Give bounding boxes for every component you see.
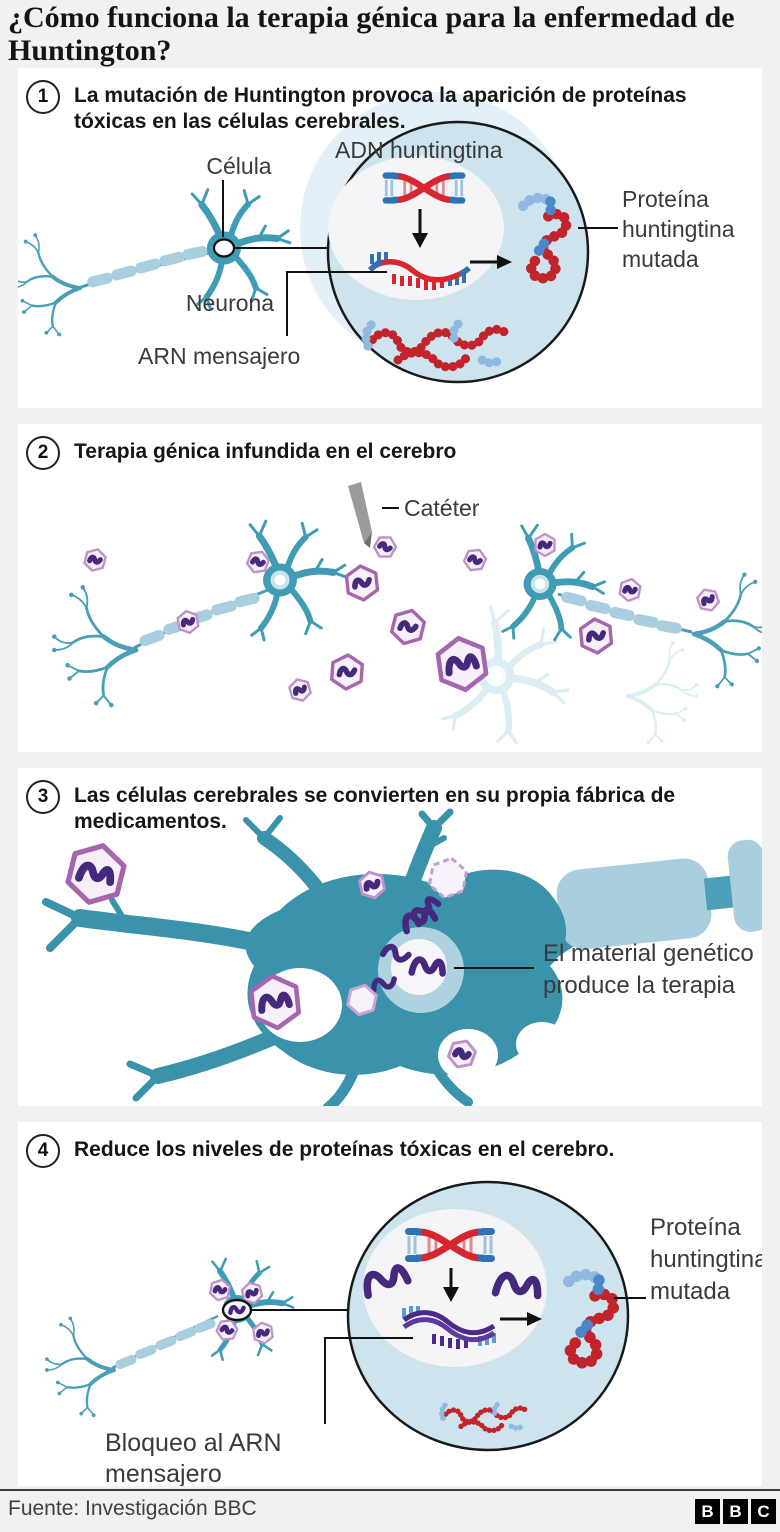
viral-vector-icon — [462, 546, 488, 574]
neuron-left — [52, 513, 352, 707]
label-celula: Célula — [206, 153, 272, 179]
axon-terminal-tree — [52, 585, 136, 707]
step4-illustration — [43, 1180, 646, 1452]
step2-illustration — [18, 482, 762, 752]
myelinated-axon — [86, 244, 209, 289]
neuron-soma — [240, 513, 352, 641]
arrow-down-icon — [443, 1287, 459, 1302]
label-adn-huntingtina: ADN huntingtina — [335, 137, 503, 163]
step1-number-badge: 1 — [26, 80, 60, 114]
arrow-right-icon — [497, 255, 512, 269]
step4-text: Reduce los niveles de proteínas tóxicas … — [74, 1138, 615, 1161]
label-proteina-mutada: Proteína huntingtina mutada — [622, 186, 735, 272]
neuron — [43, 1253, 297, 1420]
step1-panel: 1 La mutación de Huntington provoca la a… — [18, 68, 762, 408]
step2-number-badge: 2 — [26, 436, 60, 470]
label-proteina-mutada: Proteína huntingtina mutada — [650, 1214, 762, 1305]
step3-text: Las células cerebrales se convierten en … — [74, 784, 676, 833]
axon-myelin-segment — [556, 839, 762, 950]
pointer-line — [324, 1337, 413, 1424]
bbc-logo-block: B — [723, 1499, 748, 1524]
step1-text: La mutación de Huntington provoca la apa… — [74, 84, 687, 133]
footer-divider — [0, 1489, 780, 1491]
axon-terminal-tree — [18, 233, 80, 336]
viral-vector-icon — [346, 565, 379, 602]
label-arn-mensajero: ARN mensajero — [138, 343, 301, 369]
neuron — [18, 179, 297, 336]
page-title: ¿Cómo funciona la terapia génica para la… — [8, 1, 735, 67]
step2-panel: 2 Terapia génica infundida en el cerebro — [18, 424, 762, 752]
viral-vector-icon — [619, 578, 642, 603]
pointer-line — [286, 271, 387, 336]
opened-vector-icon — [428, 856, 468, 900]
cell-nucleus — [391, 939, 447, 995]
viral-vector-icon — [580, 618, 612, 654]
step2-text: Terapia génica infundida en el cerebro — [74, 440, 457, 463]
bbc-logo-block: C — [751, 1499, 776, 1524]
viral-vector-icon — [371, 533, 398, 562]
step3-heading: 3 Las células cerebrales se convierten e… — [26, 780, 729, 835]
neuron-right — [502, 523, 762, 688]
step3-illustration — [42, 808, 762, 1106]
bbc-logo: B B C — [695, 1499, 776, 1524]
step4-panel: 4 Reduce los niveles de proteínas tóxica… — [18, 1122, 762, 1486]
viral-vector-icon — [65, 840, 128, 909]
step3-panel: 3 Las células cerebrales se convierten e… — [18, 768, 762, 1106]
genetic-material-icon — [230, 1307, 243, 1313]
label-neurona: Neurona — [185, 290, 275, 316]
myelinated-axon — [560, 590, 683, 635]
viral-vector-icon — [331, 654, 363, 690]
myelinated-axon — [137, 591, 261, 648]
myelinated-axon — [114, 1317, 217, 1371]
viral-vector-icon — [536, 534, 555, 556]
step3-number-badge: 3 — [26, 780, 60, 814]
label-material-genetico: El material genético produce la terapia — [543, 940, 754, 999]
step2-heading: 2 Terapia génica infundida en el cerebro — [26, 436, 456, 470]
viral-vector-icon — [83, 547, 107, 573]
bbc-logo-block: B — [695, 1499, 720, 1524]
viral-vector-icon — [390, 607, 427, 647]
label-bloqueo-arn: Bloqueo al ARN mensajero — [105, 1429, 282, 1486]
step4-heading: 4 Reduce los niveles de proteínas tóxica… — [26, 1134, 614, 1168]
catheter-icon — [348, 482, 372, 548]
step1-illustration — [18, 92, 618, 384]
viral-vector-icon — [288, 677, 312, 703]
source-credit: Fuente: Investigación BBC — [8, 1497, 257, 1520]
viral-vector-icon — [695, 586, 720, 613]
arrow-down-icon — [412, 233, 428, 248]
step1-heading: 1 La mutación de Huntington provoca la a… — [26, 80, 714, 135]
axon-terminal-tree — [43, 1314, 116, 1420]
step4-number-badge: 4 — [26, 1134, 60, 1168]
soma-callout-ellipse — [212, 238, 236, 258]
viral-vector-icon — [253, 1321, 274, 1344]
arrow-right-icon — [527, 1312, 542, 1326]
label-cateter: Catéter — [404, 495, 480, 521]
